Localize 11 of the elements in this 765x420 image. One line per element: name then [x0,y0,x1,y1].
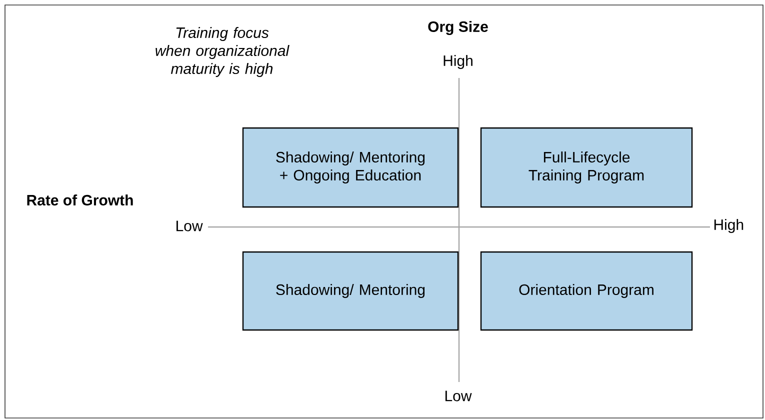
axis-title: Rate of Growth [27,194,133,206]
axis-label: Low [176,220,203,232]
quadrant-box: Shadowing/ Mentoring + Ongoing Education [242,127,459,208]
quadrant-box: Shadowing/ Mentoring [242,251,459,331]
note-text: Training focus when organizational maturity is high [156,27,290,77]
quadrant-box: Full-Lifecycle Training Program [480,127,693,208]
axis-title: Org Size [428,20,488,36]
axis-label: High [714,219,744,233]
axis-label: High [444,55,472,69]
quadrant-box: Orientation Program [480,251,693,331]
axis-label: Low [445,390,472,402]
